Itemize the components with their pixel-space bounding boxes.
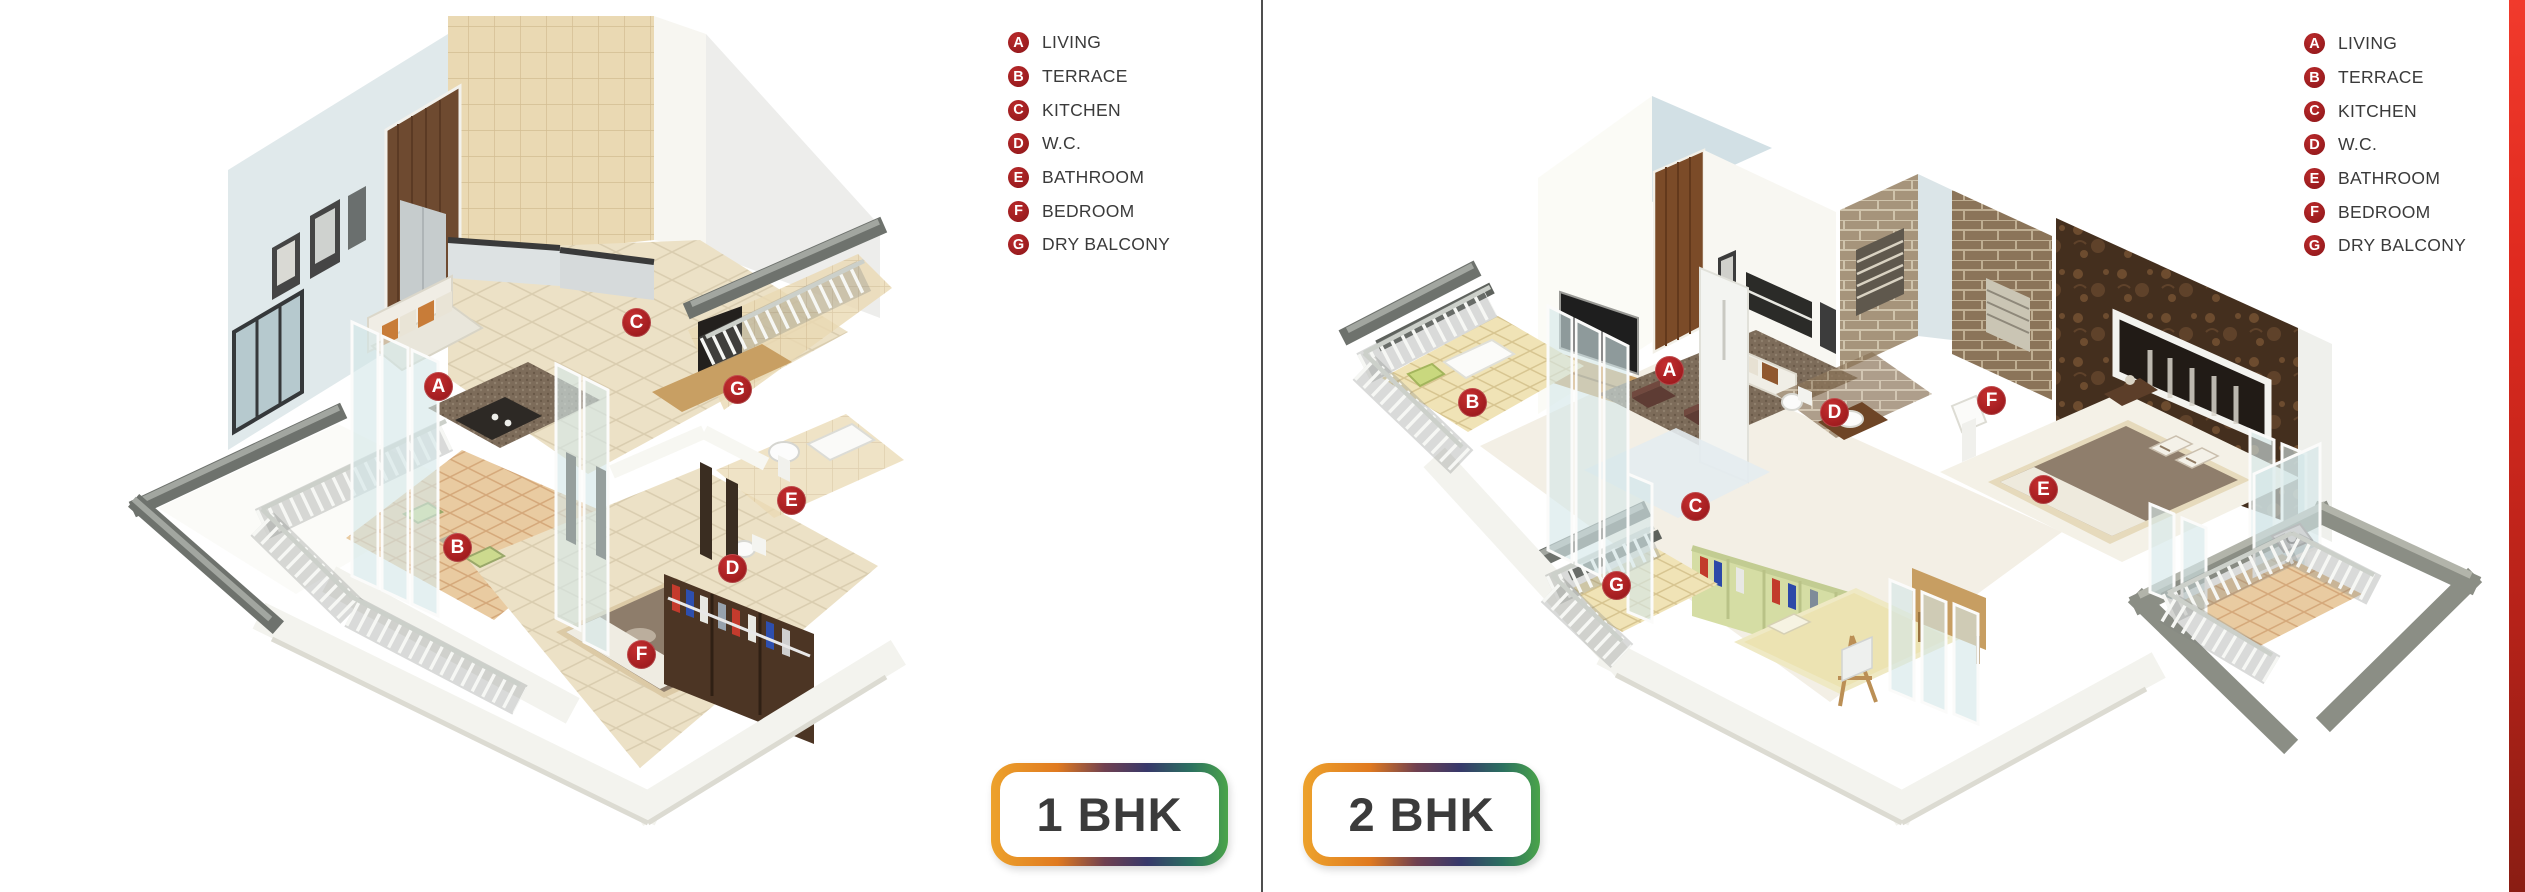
legend-item: D W.C. (1008, 127, 1170, 161)
plan-1bhk-drawing (128, 16, 906, 826)
legend-item-label: LIVING (1042, 32, 1102, 53)
legend-letter-badge: B (1008, 66, 1029, 88)
legend-item: F BEDROOM (1008, 194, 1170, 228)
glass-partition (1546, 303, 1654, 625)
badge-1bhk: 1 BHK (991, 763, 1228, 866)
legend-item-label: DRY BALCONY (1042, 234, 1171, 255)
legend-item-label: W.C. (2338, 134, 2378, 155)
legend-item-label: TERRACE (1042, 66, 1128, 87)
badge-1bhk-inner: 1 BHK (1000, 772, 1219, 857)
legend-letter-badge: A (1008, 32, 1029, 54)
legend-letter-badge: G (2304, 235, 2325, 257)
right-edge-red-strip (2509, 0, 2525, 892)
legend-item: G DRY BALCONY (1008, 228, 1170, 262)
legend-item-label: KITCHEN (1042, 99, 1121, 120)
legend-item: E BATHROOM (2304, 162, 2466, 196)
legend-letter-badge: C (2304, 100, 2325, 122)
legend-letter-badge: F (2304, 201, 2325, 223)
wardrobe-1bhk (664, 574, 814, 744)
panel-divider (1261, 0, 1263, 892)
legend-item-label: KITCHEN (2338, 100, 2417, 121)
legend-letter-badge: G (1008, 234, 1029, 256)
legend-item-label: BEDROOM (1042, 200, 1135, 221)
legend-letter-badge: A (2304, 33, 2325, 55)
glass-partition (350, 319, 610, 657)
legend-item: B TERRACE (2304, 61, 2466, 95)
legend-item: C KITCHEN (2304, 94, 2466, 128)
legend-item-label: LIVING (2338, 33, 2398, 54)
legend-letter-badge: B (2304, 67, 2325, 89)
legend-item-label: BATHROOM (1042, 167, 1145, 188)
legend-item: A LIVING (1008, 26, 1170, 60)
badge-2bhk-label: 2 BHK (1348, 788, 1495, 841)
sofa-1bhk (367, 274, 484, 372)
legend-letter-badge: D (1008, 133, 1029, 155)
badge-1bhk-label: 1 BHK (1036, 788, 1183, 841)
legend-letter-badge: C (1008, 99, 1029, 121)
legend-letter-badge: F (1008, 200, 1029, 222)
door-2bhk (1652, 148, 1706, 355)
legend-item-label: TERRACE (2338, 67, 2424, 88)
legend-item: C KITCHEN (1008, 93, 1170, 127)
legend-item: E BATHROOM (1008, 161, 1170, 195)
legend-item-label: W.C. (1042, 133, 1082, 154)
legend-letter-badge: E (2304, 168, 2325, 190)
legend-item: D W.C. (2304, 128, 2466, 162)
legend-item: F BEDROOM (2304, 195, 2466, 229)
legend-item-label: DRY BALCONY (2338, 235, 2467, 256)
legend-letter-badge: D (2304, 134, 2325, 156)
plan-2bhk-drawing (1338, 96, 2483, 826)
badge-2bhk-inner: 2 BHK (1312, 772, 1531, 857)
legend-item: A LIVING (2304, 27, 2466, 61)
legend-item: G DRY BALCONY (2304, 229, 2466, 263)
legend-item-label: BATHROOM (2338, 168, 2441, 189)
legend-item: B TERRACE (1008, 60, 1170, 94)
legend-1bhk: A LIVING B TERRACE C KITCHEN D W.C. E BA… (1008, 26, 1170, 262)
legend-letter-badge: E (1008, 167, 1029, 189)
legend-item-label: BEDROOM (2338, 201, 2431, 222)
badge-2bhk: 2 BHK (1303, 763, 1540, 866)
legend-2bhk: A LIVING B TERRACE C KITCHEN D W.C. E BA… (2304, 27, 2466, 263)
